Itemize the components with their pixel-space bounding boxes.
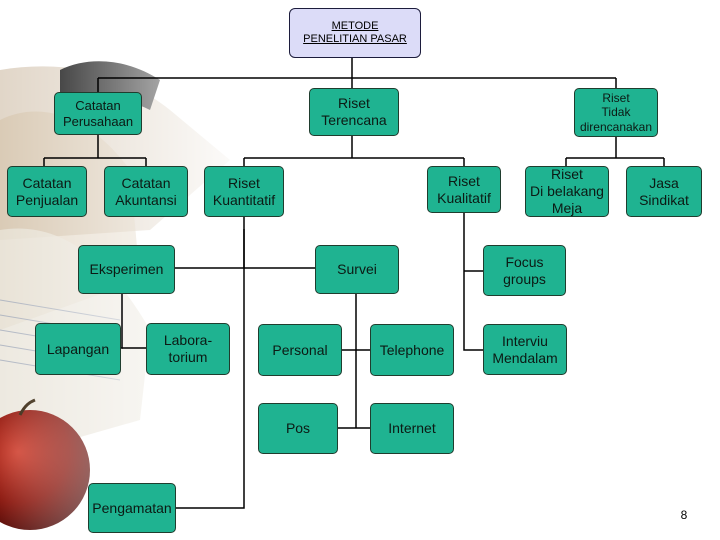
node-riset-di-belakang-meja: Riset Di belakang Meja <box>525 166 609 217</box>
node-riset-terencana: Riset Terencana <box>309 88 399 136</box>
node-eksperimen: Eksperimen <box>78 245 175 294</box>
node-interviu-mendalam: Interviu Mendalam <box>483 324 567 375</box>
node-riset-kuantitatif: Riset Kuantitatif <box>204 166 284 217</box>
node-telephone: Telephone <box>370 324 454 376</box>
node-catatan-penjualan: Catatan Penjualan <box>7 166 87 217</box>
node-laboratorium: Labora- torium <box>146 323 230 375</box>
node-catatan-perusahaan: Catatan Perusahaan <box>54 92 142 135</box>
node-internet: Internet <box>370 403 454 454</box>
page-number: 8 <box>680 508 688 522</box>
node-focus-groups: Focus groups <box>483 245 566 296</box>
root-node-metode-penelitian-pasar: METODE PENELITIAN PASAR <box>289 8 421 58</box>
node-pos: Pos <box>258 403 338 454</box>
node-jasa-sindikat: Jasa Sindikat <box>626 166 702 217</box>
node-lapangan: Lapangan <box>35 323 121 375</box>
node-catatan-akuntansi: Catatan Akuntansi <box>104 166 188 217</box>
node-riset-tidak-direncanakan: Riset Tidak direncanakan <box>574 88 658 137</box>
node-survei: Survei <box>315 245 399 294</box>
node-personal: Personal <box>258 324 342 376</box>
node-pengamatan: Pengamatan <box>88 483 176 533</box>
node-riset-kualitatif: Riset Kualitatif <box>427 166 501 213</box>
